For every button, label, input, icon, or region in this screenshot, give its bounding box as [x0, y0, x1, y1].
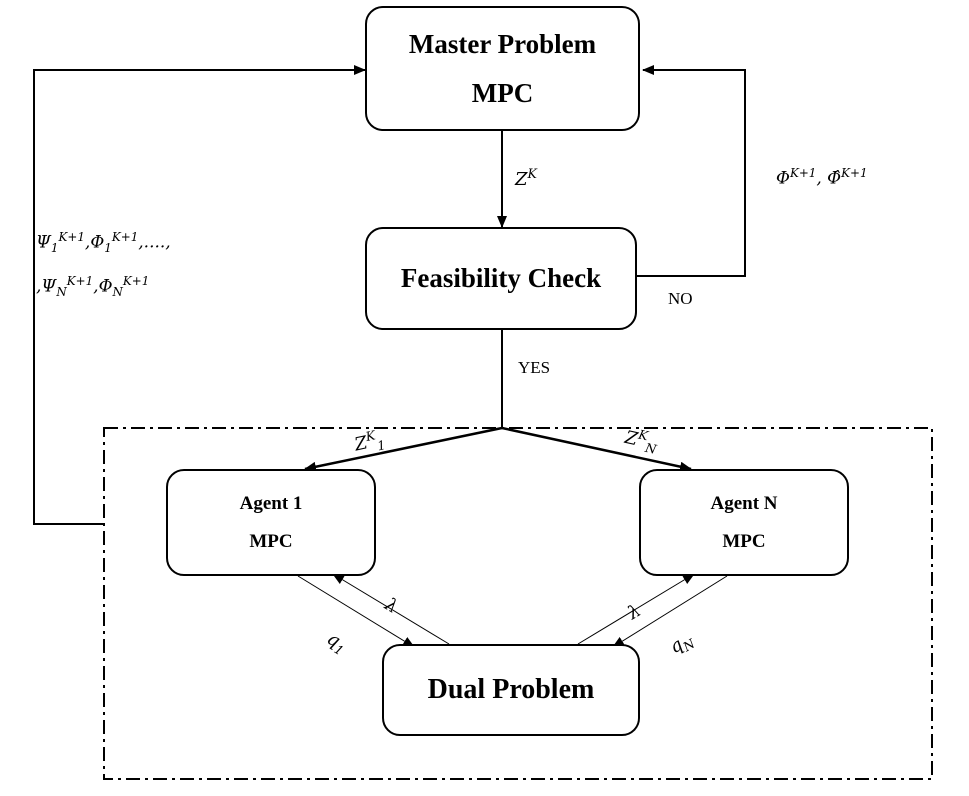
arrow-agentN-to-dual	[612, 575, 728, 648]
arrow-feedback-loop	[33, 65, 366, 525]
arrow-to-agent-1	[304, 426, 503, 472]
arrow-no-loop	[637, 65, 746, 277]
feasibility-check-title: Feasibility Check	[400, 263, 602, 293]
label-phi-hat: ΦK+1, Φ̂K+1	[776, 166, 868, 189]
feasibility-check-node: Feasibility Check	[365, 227, 637, 330]
agent-n-title: Agent N	[710, 492, 778, 514]
label-feedback-line-2: ,ΨNK+1,ΦNK+1	[36, 274, 150, 300]
master-problem-title: Master Problem	[408, 28, 597, 59]
dual-problem-title: Dual Problem	[427, 674, 595, 705]
arrow-agent1-to-dual	[297, 575, 415, 648]
dual-problem-node: Dual Problem	[382, 644, 640, 736]
agent-n-node: Agent N MPC	[639, 469, 849, 576]
arrow-to-agent-n	[501, 426, 692, 472]
agent-1-title: Agent 1	[239, 492, 303, 514]
label-feedback-line-1: Ψ1K+1,Φ1K+1,....,	[36, 230, 171, 256]
agent-1-subtitle: MPC	[249, 530, 293, 552]
agent-n-subtitle: MPC	[722, 530, 766, 552]
label-yes: YES	[518, 358, 551, 377]
master-problem-node: Master Problem MPC	[365, 6, 640, 131]
arrow-dual-to-agent1	[332, 573, 450, 645]
label-no: NO	[668, 289, 693, 308]
label-zk: ZK	[515, 166, 537, 190]
master-problem-subtitle: MPC	[471, 77, 534, 108]
agent-1-node: Agent 1 MPC	[166, 469, 376, 576]
arrow-dual-to-agentN	[577, 573, 695, 645]
agent-group-boundary	[103, 427, 933, 780]
